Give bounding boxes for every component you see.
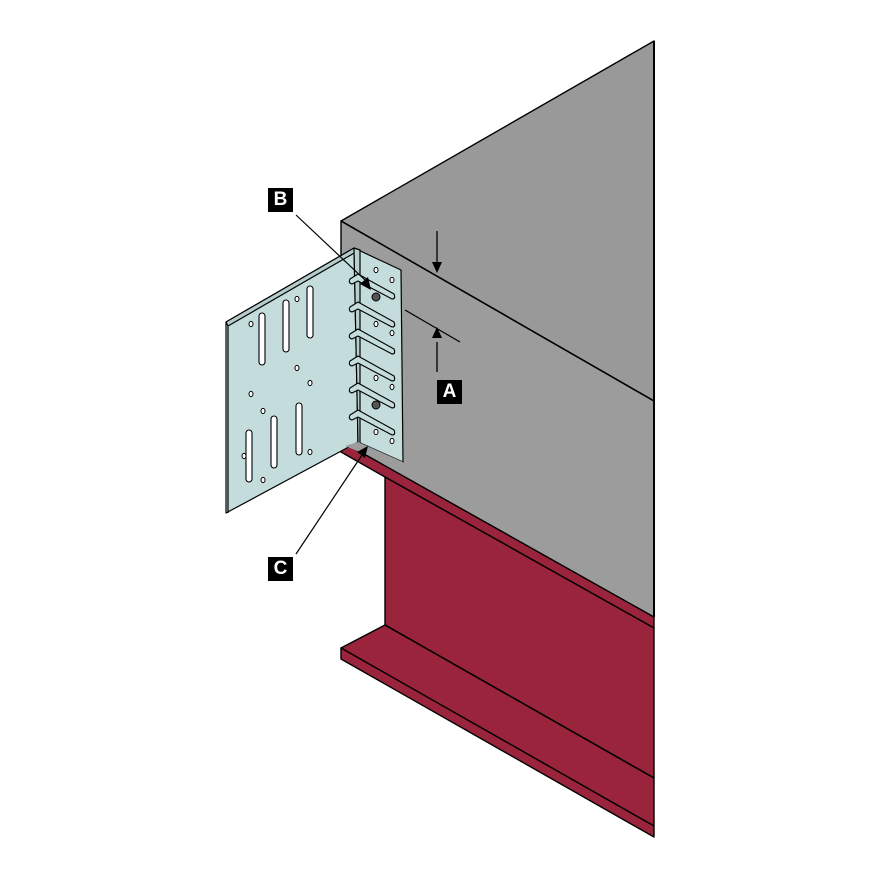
dimension-a — [404, 231, 461, 372]
leader-lines — [295, 214, 371, 555]
beam-bottom-flange-edge — [340, 647, 655, 838]
slotted-holes — [245, 285, 314, 483]
callout-label-b: B — [268, 188, 293, 212]
fastener-heads — [371, 292, 381, 410]
callout-label-c: C — [268, 557, 293, 581]
bend-slots — [348, 273, 396, 436]
round-holes — [241, 295, 313, 484]
back-leg-holes — [373, 266, 395, 445]
callout-label-a: A — [437, 380, 462, 404]
steel-i-beam — [340, 440, 655, 838]
angle-bracket — [225, 247, 404, 514]
masonry-block — [340, 40, 655, 618]
